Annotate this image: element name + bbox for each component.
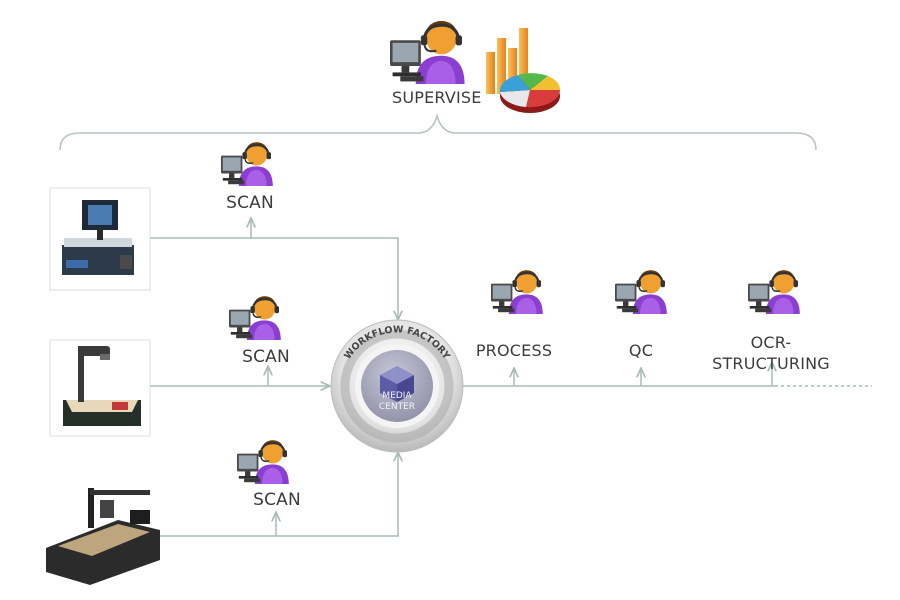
ocr-label-line2: STRUCTURING [712,354,830,373]
scan-label-2: SCAN [242,347,290,367]
pie-chart-icon [499,73,561,113]
scan-label-3: SCAN [253,490,301,510]
bar-chart-icon [486,28,528,94]
ocr-operator-icon [746,269,801,314]
ocr-label-line1: OCR- [750,333,792,352]
large-format-scanner-icon [46,486,160,586]
qc-label: QC [628,341,654,360]
supervise-label: SUPERVISE [392,88,482,107]
book-cradle-scanner-icon [49,339,151,437]
scan-operator-icon-1 [219,141,274,186]
scan-label-1: SCAN [226,193,274,213]
supervisor-operator-icon [388,19,467,84]
media-center-hub [330,319,464,453]
overhead-book-scanner-icon [49,187,151,291]
qc-operator-icon [613,269,668,314]
scan-operator-icon-3 [235,439,290,484]
process-label: PROCESS [475,341,553,360]
connector-lines [150,218,872,537]
supervise-bracket [59,113,817,151]
scan-operator-icon-2 [227,295,282,340]
process-operator-icon [489,269,544,314]
